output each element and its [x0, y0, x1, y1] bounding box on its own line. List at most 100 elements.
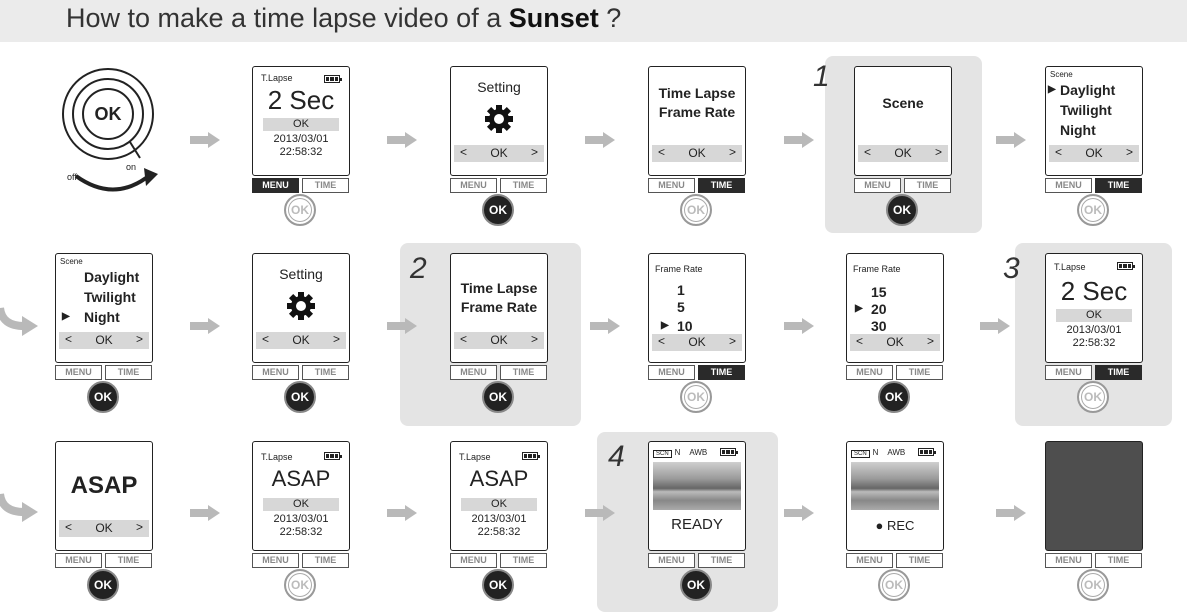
time-button[interactable]: TIME — [698, 365, 745, 380]
time-button[interactable]: TIME — [500, 365, 547, 380]
list-item[interactable]: ▶Daylight — [1048, 82, 1116, 98]
menu-button[interactable]: MENU — [1045, 365, 1092, 380]
list-item[interactable]: ▶Night — [62, 309, 120, 325]
menu-button[interactable]: MENU — [252, 553, 299, 568]
time-button[interactable]: TIME — [1095, 178, 1142, 193]
ok-button[interactable]: OK — [886, 194, 918, 226]
menu-button[interactable]: MENU — [854, 178, 901, 193]
nav-ok[interactable]: OK — [688, 335, 706, 349]
nav-ok[interactable]: OK — [490, 146, 508, 160]
nav-left-icon[interactable]: < — [65, 332, 73, 346]
menu-button[interactable]: MENU — [450, 553, 497, 568]
list-item[interactable]: 30 — [871, 318, 887, 334]
nav-right-icon[interactable]: > — [332, 332, 340, 346]
list-item[interactable]: ▶20 — [855, 301, 887, 317]
menu-button[interactable]: MENU — [252, 178, 299, 193]
time-button[interactable]: TIME — [302, 553, 349, 568]
nav-ok[interactable]: OK — [1085, 146, 1103, 160]
time-button[interactable]: TIME — [1095, 365, 1142, 380]
menu-button[interactable]: MENU — [450, 365, 497, 380]
menu-button[interactable]: MENU — [648, 178, 695, 193]
list-item[interactable]: Twilight — [84, 289, 136, 305]
interval-value: 2 Sec — [267, 85, 335, 115]
ok-button[interactable]: OK — [87, 381, 119, 413]
nav-right-icon[interactable]: > — [135, 520, 143, 534]
menu-button[interactable]: MENU — [648, 365, 695, 380]
time-button[interactable]: TIME — [500, 553, 547, 568]
nav-right-icon[interactable]: > — [530, 145, 538, 159]
nav-left-icon[interactable]: < — [864, 145, 872, 159]
ok-button[interactable]: OK — [680, 381, 712, 413]
nav-ok[interactable]: OK — [95, 333, 113, 347]
list-item[interactable]: Night — [1060, 122, 1096, 138]
menu-button[interactable]: MENU — [846, 365, 893, 380]
menu-button[interactable]: MENU — [648, 553, 695, 568]
ok-button[interactable]: OK — [87, 569, 119, 601]
list-item[interactable]: 1 — [677, 282, 685, 298]
list-item[interactable]: 15 — [871, 284, 887, 300]
nav-ok[interactable]: OK — [95, 521, 113, 535]
menu-button[interactable]: MENU — [55, 365, 102, 380]
dial-ok-button[interactable]: OK — [82, 88, 134, 140]
nav-right-icon[interactable]: > — [135, 332, 143, 346]
ok-button[interactable]: OK — [1077, 381, 1109, 413]
nav-left-icon[interactable]: < — [262, 332, 270, 346]
device-scene-list: Scene ▶Daylight Twilight Night <OK> MENU… — [1045, 66, 1143, 226]
ok-button[interactable]: OK — [878, 381, 910, 413]
nav-left-icon[interactable]: < — [658, 334, 666, 348]
device-screen: Frame Rate 15 ▶20 30 <OK> — [846, 253, 944, 363]
ok-button[interactable]: OK — [878, 569, 910, 601]
time-button[interactable]: TIME — [896, 365, 943, 380]
nav-right-icon[interactable]: > — [728, 145, 736, 159]
ok-button[interactable]: OK — [1077, 569, 1109, 601]
nav-right-icon[interactable]: > — [1125, 145, 1133, 159]
list-item[interactable]: Twilight — [1060, 102, 1112, 118]
mode-label: T.Lapse — [459, 452, 491, 462]
nav-left-icon[interactable]: < — [460, 332, 468, 346]
ok-button[interactable]: OK — [482, 194, 514, 226]
time-button[interactable]: TIME — [500, 178, 547, 193]
list-item[interactable]: ▶10 — [661, 318, 693, 334]
list-item[interactable]: 5 — [677, 299, 685, 315]
ok-button[interactable]: OK — [284, 569, 316, 601]
list-item[interactable]: Daylight — [84, 269, 140, 285]
ok-button[interactable]: OK — [284, 381, 316, 413]
menu-button[interactable]: MENU — [1045, 178, 1092, 193]
menu-button[interactable]: MENU — [1045, 553, 1092, 568]
nav-right-icon[interactable]: > — [530, 332, 538, 346]
nav-ok[interactable]: OK — [894, 146, 912, 160]
nav-right-icon[interactable]: > — [926, 334, 934, 348]
time-button[interactable]: TIME — [1095, 553, 1142, 568]
nav-left-icon[interactable]: < — [1055, 145, 1063, 159]
ok-button[interactable]: OK — [482, 569, 514, 601]
nav-ok[interactable]: OK — [490, 333, 508, 347]
nav-right-icon[interactable]: > — [934, 145, 942, 159]
ok-button[interactable]: OK — [680, 569, 712, 601]
time-button[interactable]: TIME — [105, 365, 152, 380]
power-dial[interactable]: OK off on — [62, 68, 162, 200]
time-button[interactable]: TIME — [698, 553, 745, 568]
nav-left-icon[interactable]: < — [460, 145, 468, 159]
ok-button[interactable]: OK — [284, 194, 316, 226]
menu-button[interactable]: MENU — [450, 178, 497, 193]
ok-button[interactable]: OK — [482, 381, 514, 413]
time-button[interactable]: TIME — [302, 365, 349, 380]
nav-left-icon[interactable]: < — [65, 520, 73, 534]
ok-button[interactable]: OK — [680, 194, 712, 226]
nav-left-icon[interactable]: < — [658, 145, 666, 159]
menu-button[interactable]: MENU — [252, 365, 299, 380]
nav-ok[interactable]: OK — [886, 335, 904, 349]
menu-button[interactable]: MENU — [846, 553, 893, 568]
time-button[interactable]: TIME — [302, 178, 349, 193]
nav-right-icon[interactable]: > — [728, 334, 736, 348]
time-button[interactable]: TIME — [698, 178, 745, 193]
time-button[interactable]: TIME — [904, 178, 951, 193]
ok-button[interactable]: OK — [1077, 194, 1109, 226]
nav-ok[interactable]: OK — [688, 146, 706, 160]
time-button[interactable]: TIME — [896, 553, 943, 568]
time-button[interactable]: TIME — [105, 553, 152, 568]
menu-button[interactable]: MENU — [55, 553, 102, 568]
nav-left-icon[interactable]: < — [856, 334, 864, 348]
nav-ok[interactable]: OK — [292, 333, 310, 347]
